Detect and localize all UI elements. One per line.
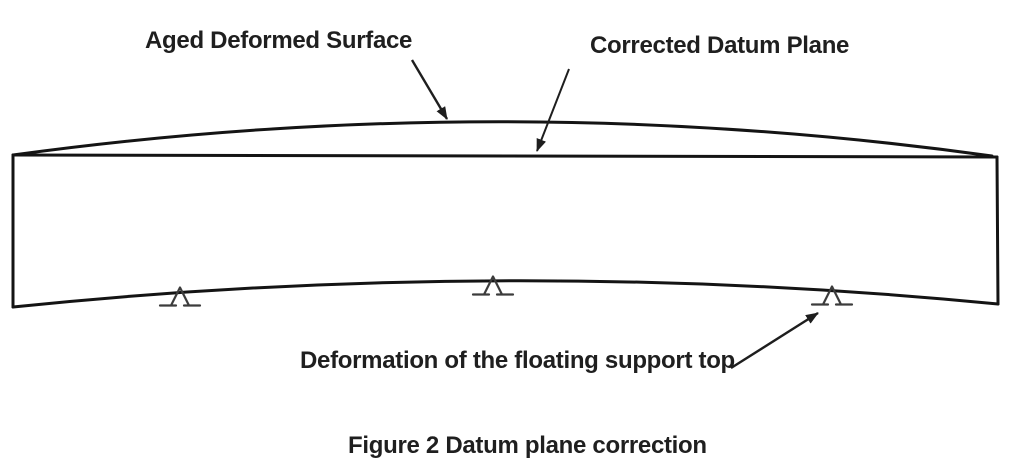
floating-support-icon <box>471 275 515 296</box>
support-deformation-arrow-icon <box>730 311 819 370</box>
corrected-plane-arrow-icon <box>536 68 570 152</box>
figure-caption: Figure 2 Datum plane correction <box>348 432 707 459</box>
aged-surface-arrow-icon <box>410 59 449 120</box>
slab-right-edge <box>995 155 1000 306</box>
corrected-plane-label: Corrected Datum Plane <box>590 32 850 59</box>
floating-support-icon <box>810 285 854 306</box>
aged-surface-label: Aged Deformed Surface <box>145 27 413 54</box>
floating-support-icon <box>158 286 202 307</box>
slab-bottom-curve <box>11 279 1000 309</box>
corrected-datum-plane-line <box>11 153 999 159</box>
aged-deformed-surface-curve <box>11 120 994 158</box>
support-deformation-label: Deformation of the floating support top <box>300 347 735 374</box>
